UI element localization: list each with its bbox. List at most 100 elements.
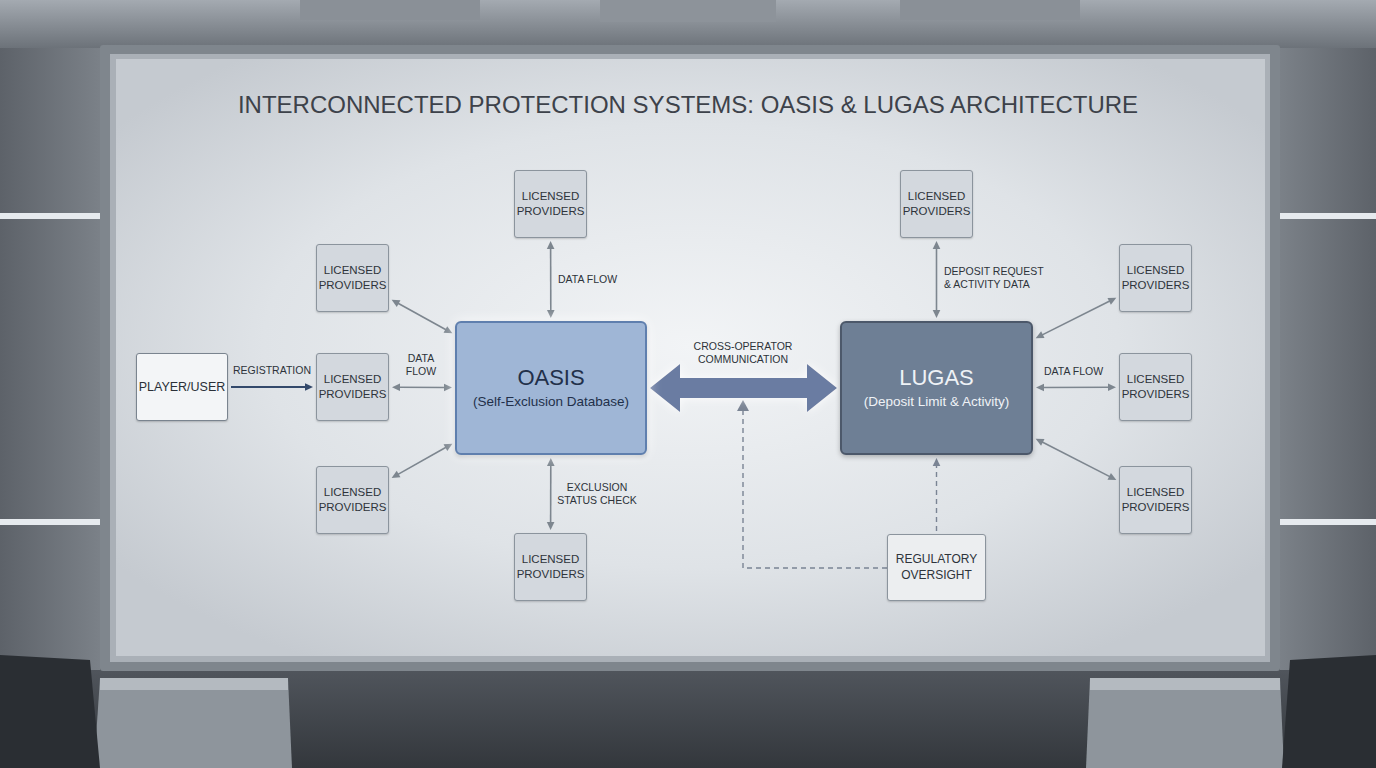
edge-label: DATA FLOW <box>401 352 441 378</box>
light-strip <box>1280 519 1376 525</box>
arrow-head <box>933 310 941 318</box>
connector-line <box>936 465 937 531</box>
provider-box: LICENSED PROVIDERS <box>1119 466 1192 534</box>
node-heading: OASIS <box>517 366 584 390</box>
oversight-connector <box>933 458 941 531</box>
flow-arrow <box>1036 298 1117 339</box>
right-desk <box>1086 678 1284 768</box>
arrow-head <box>547 310 555 318</box>
flow-arrow <box>392 444 453 478</box>
arrow-head <box>807 364 837 412</box>
right-wall <box>1280 48 1376 670</box>
oversight-leader-head <box>737 400 749 411</box>
exchange-arrow <box>650 364 837 412</box>
connector-line <box>399 386 445 388</box>
arrow-head <box>547 241 555 249</box>
arrow-head <box>547 458 555 466</box>
provider-box: LICENSED PROVIDERS <box>316 353 389 421</box>
arrow-head <box>1036 384 1044 392</box>
flow-arrow <box>392 300 453 334</box>
node-text: LICENSED PROVIDERS <box>902 189 971 219</box>
edge-label: REGISTRATION <box>227 364 317 377</box>
light-strip <box>0 519 100 525</box>
edge-label: EXCLUSION STATUS CHECK <box>552 481 642 507</box>
provider-box: LICENSED PROVIDERS <box>514 533 587 601</box>
ceiling-panel <box>900 0 1080 20</box>
connector-line <box>1042 301 1110 335</box>
left-desk-top <box>100 678 288 690</box>
arrow-head <box>305 383 313 391</box>
right-chair <box>1282 655 1376 768</box>
connector-line <box>231 386 306 388</box>
connector-line <box>398 303 447 330</box>
edge-label: DEPOSIT REQUEST & ACTIVITY DATA <box>944 265 1050 291</box>
flow-arrow <box>1036 383 1116 391</box>
edge-label: DATA FLOW <box>1044 365 1114 378</box>
node-text: (Deposit Limit & Activity) <box>864 394 1010 410</box>
arrow-head <box>547 522 555 530</box>
arrow-head <box>392 300 401 307</box>
arrow-head <box>1036 331 1045 338</box>
arrow-head <box>444 326 453 333</box>
oversight-box: REGULATORY OVERSIGHT <box>887 534 986 601</box>
arrow-head <box>444 444 453 451</box>
arrow-head <box>933 241 941 249</box>
connector-line <box>676 378 812 398</box>
arrow-head <box>1107 473 1116 480</box>
light-strip <box>1280 213 1376 219</box>
arrow-head <box>392 383 400 391</box>
left-desk <box>94 678 292 768</box>
diagram-title: INTERCONNECTED PROTECTION SYSTEMS: OASIS… <box>0 92 1376 118</box>
node-heading: LUGAS <box>899 366 974 390</box>
flow-arrow <box>547 458 555 530</box>
arrow-head <box>1108 383 1116 391</box>
light-strip <box>0 213 100 219</box>
node-text: LICENSED PROVIDERS <box>318 263 387 293</box>
flow-arrow <box>1036 439 1117 480</box>
connector-line <box>550 248 552 311</box>
node-text: REGULATORY OVERSIGHT <box>888 552 985 583</box>
ceiling <box>0 0 1376 48</box>
arrow-head <box>933 458 941 466</box>
arrow-head <box>392 471 401 478</box>
screen-surface <box>116 59 1265 656</box>
database-box: OASIS (Self-Exclusion Database) <box>455 321 647 455</box>
connector-line <box>550 465 552 523</box>
node-text: LICENSED PROVIDERS <box>516 189 585 219</box>
right-desk-top <box>1090 678 1280 690</box>
node-text: LICENSED PROVIDERS <box>1121 485 1190 515</box>
connector-line <box>936 248 938 311</box>
node-text: LICENSED PROVIDERS <box>318 372 387 402</box>
arrow-head <box>444 384 452 392</box>
screen-frame <box>110 54 1270 662</box>
left-chair <box>0 655 100 768</box>
provider-box: LICENSED PROVIDERS <box>1119 353 1192 421</box>
provider-box: LICENSED PROVIDERS <box>316 244 389 312</box>
node-text: PLAYER/USER <box>139 379 226 395</box>
screen-bezel <box>100 45 1280 671</box>
floor <box>0 670 1376 768</box>
provider-box: LICENSED PROVIDERS <box>1119 244 1192 312</box>
edge-label: CROSS-OPERATOR COMMUNICATION <box>688 340 798 366</box>
connector-line <box>1042 442 1111 477</box>
node-text: LICENSED PROVIDERS <box>516 552 585 582</box>
connector-line <box>1043 386 1109 388</box>
provider-box: LICENSED PROVIDERS <box>514 170 587 238</box>
flow-arrow <box>392 383 452 391</box>
node-text: LICENSED PROVIDERS <box>318 485 387 515</box>
arrow-head <box>1036 439 1045 446</box>
ceiling-panel <box>600 0 776 22</box>
node-text: (Self-Exclusion Database) <box>473 394 629 410</box>
ceiling-panel <box>300 0 480 20</box>
arrow-head <box>1107 298 1116 305</box>
flow-arrow <box>933 241 941 318</box>
left-wall <box>0 48 100 670</box>
connector-line <box>398 447 447 475</box>
node-text: LICENSED PROVIDERS <box>1121 263 1190 293</box>
flow-arrow <box>231 383 313 391</box>
flow-arrow <box>547 241 555 318</box>
user-box: PLAYER/USER <box>136 353 228 421</box>
arrow-head <box>650 364 680 412</box>
